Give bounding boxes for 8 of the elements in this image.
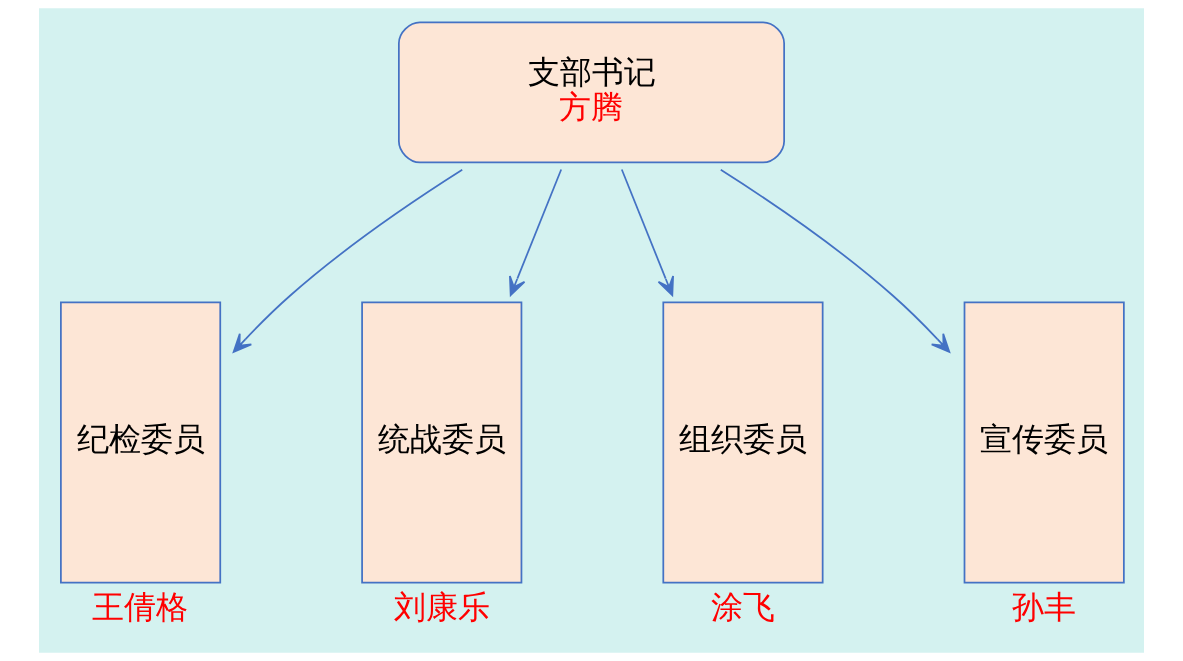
- node-label: 涂飞: [710, 589, 775, 626]
- node-label: 孙丰: [1011, 589, 1076, 626]
- arrow: [509, 168, 563, 297]
- node-label: 王倩格: [92, 589, 189, 626]
- node-label: 刘康乐: [393, 589, 490, 626]
- arrow: [232, 168, 464, 353]
- arrow: [620, 168, 674, 297]
- arrow: [719, 168, 951, 353]
